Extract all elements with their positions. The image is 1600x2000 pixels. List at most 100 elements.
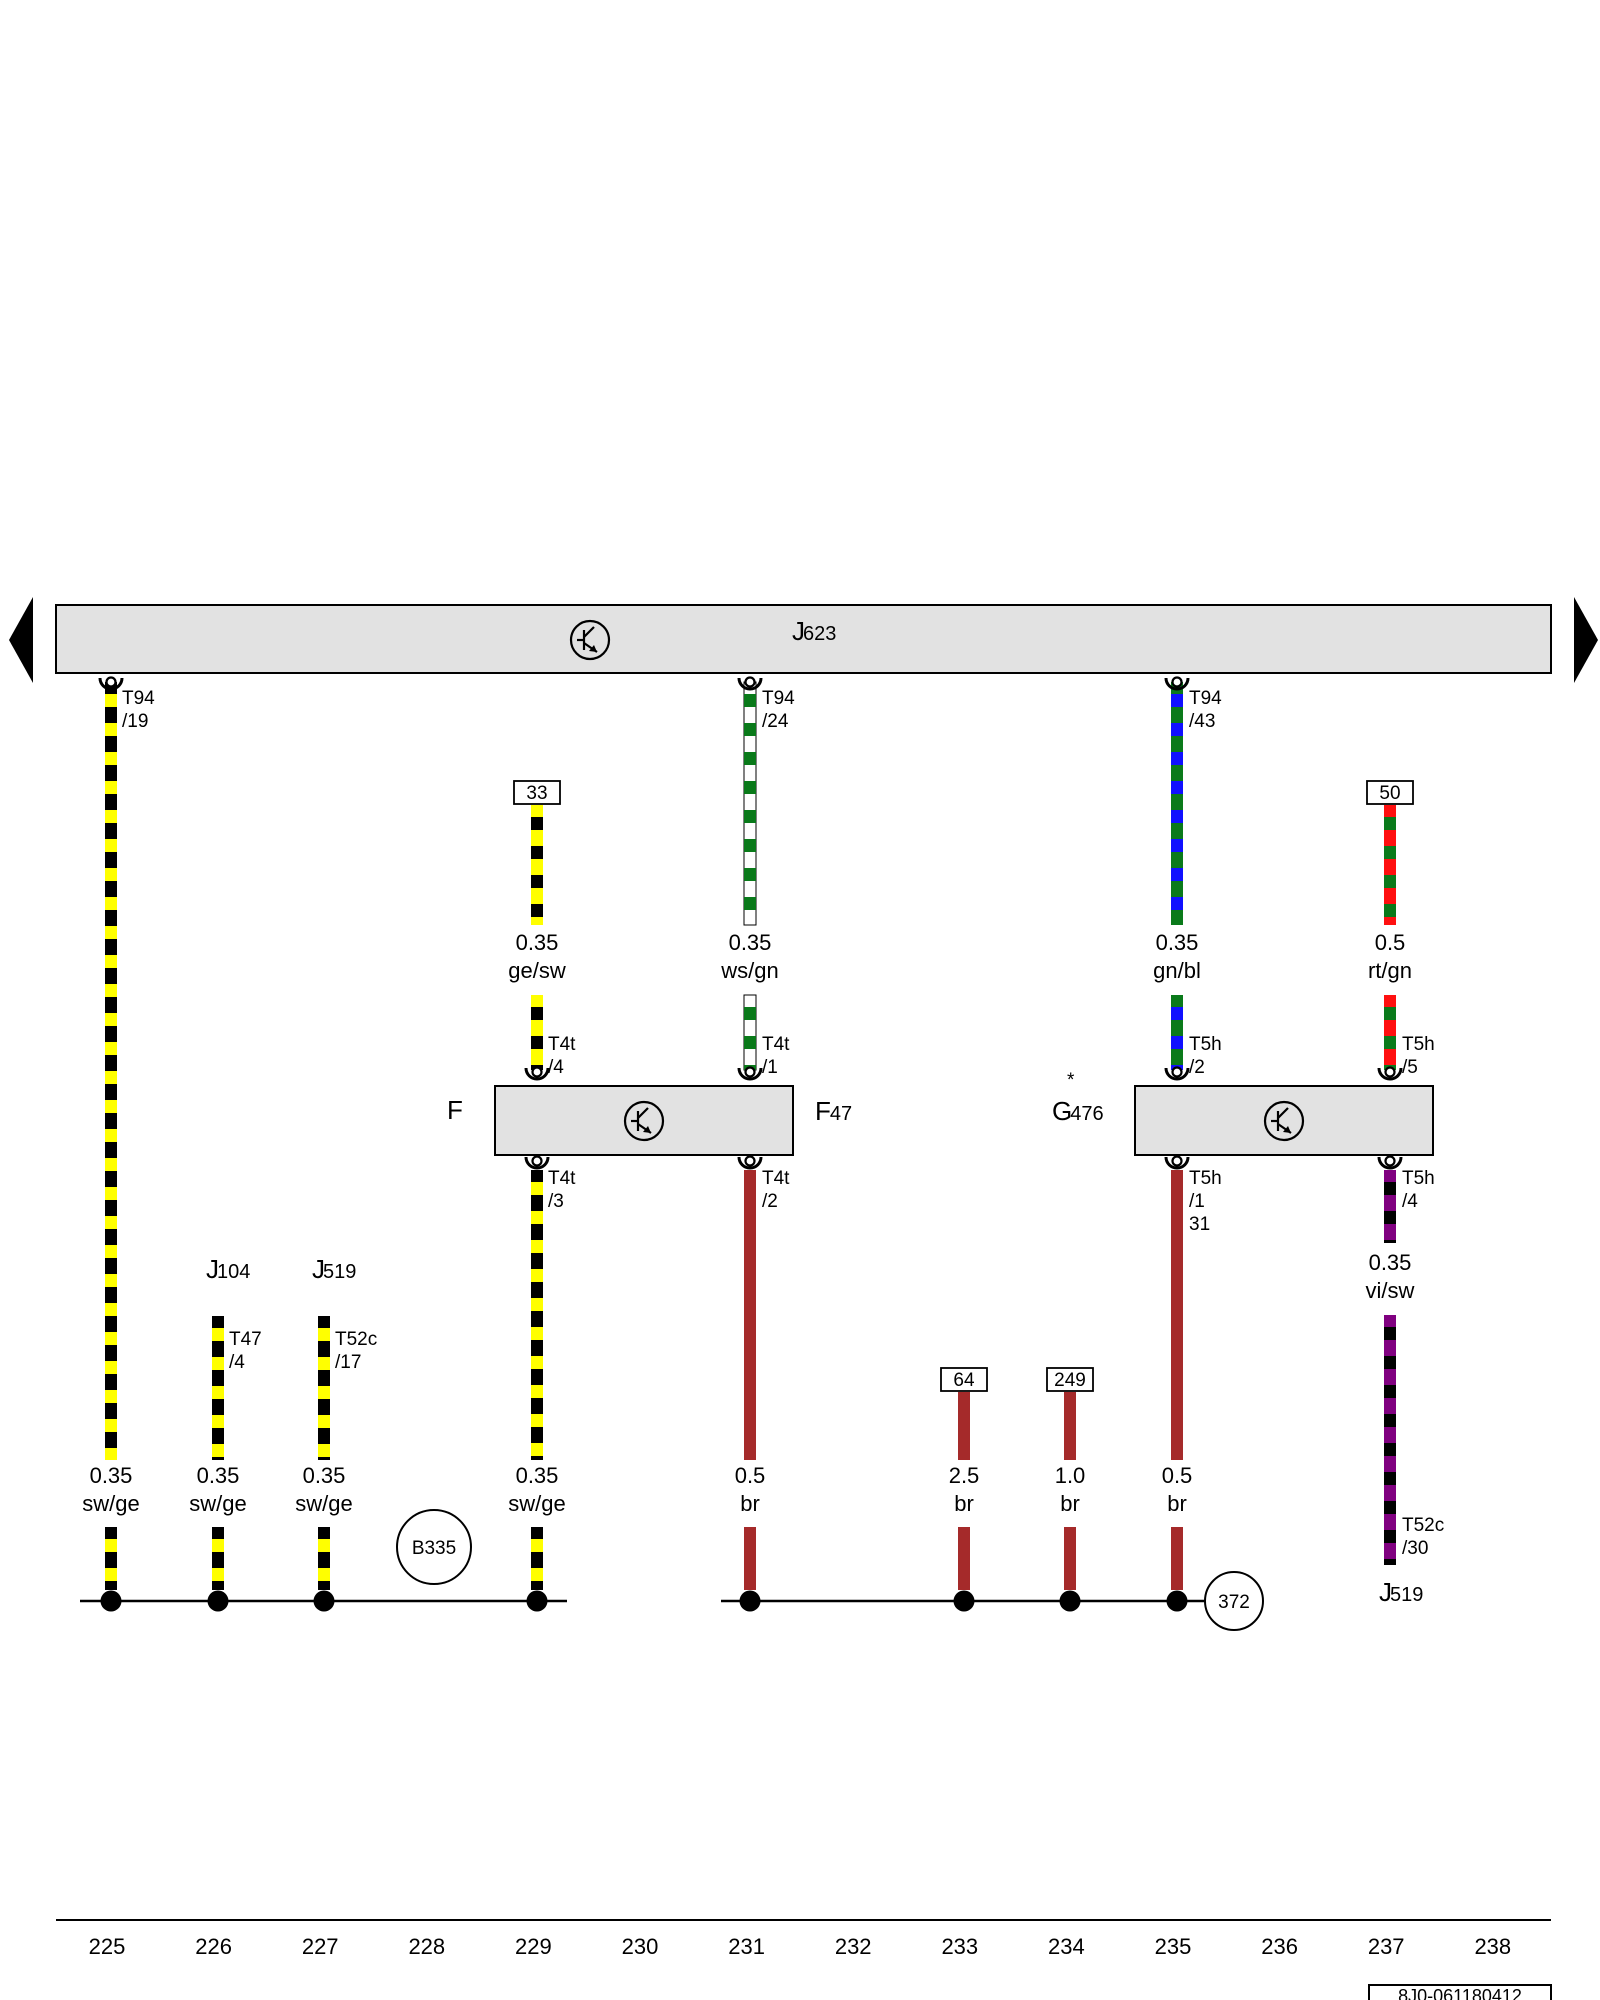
junction-dot — [953, 1590, 975, 1612]
column-number: 225 — [89, 1934, 126, 1959]
wire-sw-ge[interactable] — [531, 1170, 543, 1460]
component-f47-label: F47 — [815, 1096, 852, 1126]
wire-br[interactable] — [744, 1170, 756, 1460]
wire-br[interactable] — [1171, 1170, 1183, 1460]
connector-pin-icon — [737, 1155, 763, 1170]
ground-point-372[interactable]: 372 — [1204, 1571, 1264, 1631]
wire-br[interactable] — [958, 1527, 970, 1590]
wire-label-237-top: 0.5 rt/gn — [1368, 930, 1412, 983]
svg-text:br: br — [954, 1491, 974, 1516]
wire-sw-ge[interactable] — [105, 682, 117, 1460]
wire-ws-gn[interactable] — [743, 681, 757, 926]
svg-text:vi/sw: vi/sw — [1366, 1278, 1415, 1303]
wire-label-226: 0.35 sw/ge — [189, 1463, 246, 1516]
wire-gn-bl[interactable] — [1171, 995, 1183, 1070]
connector-pin-icon — [524, 1155, 550, 1170]
wire-sw-ge[interactable] — [212, 1316, 224, 1460]
wire-sw-ge[interactable] — [105, 1527, 117, 1590]
wire-br[interactable] — [1171, 1527, 1183, 1590]
wire-vi-sw[interactable] — [1384, 1315, 1396, 1565]
wire-rt-gn[interactable] — [1384, 995, 1396, 1070]
connector-pin-icon — [1377, 1155, 1403, 1170]
svg-text:rt/gn: rt/gn — [1368, 958, 1412, 983]
column-number: 237 — [1368, 1934, 1405, 1959]
column-number: 227 — [302, 1934, 339, 1959]
connector-t47-4-label: T47/4 — [229, 1329, 262, 1373]
connection-point-b335[interactable]: B335 — [396, 1509, 472, 1585]
component-j519-label: J519 — [312, 1254, 356, 1284]
connector-pin-icon — [524, 1066, 550, 1081]
svg-text:8J0-061180412: 8J0-061180412 — [1398, 1986, 1522, 2000]
previous-page-arrow-icon[interactable] — [9, 597, 33, 683]
wire-sw-ge[interactable] — [318, 1316, 330, 1460]
pin-layer — [98, 676, 1403, 1170]
sensor-g476: G476 * — [1052, 1070, 1434, 1156]
reference-64[interactable]: 64 — [940, 1367, 988, 1392]
reference-33[interactable]: 33 — [513, 780, 561, 805]
svg-text:sw/ge: sw/ge — [189, 1491, 246, 1516]
reference-50[interactable]: 50 — [1366, 780, 1414, 805]
wire-sw-ge[interactable] — [212, 1527, 224, 1590]
wire-rt-gn[interactable] — [1384, 805, 1396, 925]
control-unit-box — [55, 604, 1552, 674]
component-f-label: F — [447, 1095, 463, 1125]
svg-text:br: br — [1167, 1491, 1187, 1516]
svg-text:33: 33 — [526, 783, 547, 804]
svg-text:1.0: 1.0 — [1055, 1463, 1086, 1488]
svg-text:50: 50 — [1379, 783, 1400, 804]
svg-text:sw/ge: sw/ge — [508, 1491, 565, 1516]
connector-pin-icon — [1164, 1066, 1190, 1081]
connector-pin-icon — [1377, 1066, 1403, 1081]
column-number: 230 — [622, 1934, 659, 1959]
connector-t94-43-label: T94/43 — [1189, 688, 1222, 732]
wire-vi-sw[interactable] — [1384, 1170, 1396, 1243]
wire-ge-sw[interactable] — [531, 805, 543, 925]
wire-br[interactable] — [958, 1392, 970, 1460]
wire-label-233: 2.5 br — [949, 1463, 980, 1516]
wire-labels: 0.35 ge/sw 0.35 ws/gn 0.35 gn/bl 0.5 rt/… — [82, 930, 1414, 1516]
connector-t94-19-label: T94/19 — [122, 688, 155, 732]
wire-label-229-top: 0.35 ge/sw — [508, 930, 566, 983]
svg-text:0.5: 0.5 — [1162, 1463, 1193, 1488]
junction-dot — [739, 1590, 761, 1612]
wire-sw-ge[interactable] — [318, 1527, 330, 1590]
next-page-arrow-icon[interactable] — [1574, 597, 1598, 683]
wire-gn-bl[interactable] — [1171, 682, 1183, 925]
wire-ws-gn[interactable] — [743, 994, 757, 1071]
svg-text:br: br — [740, 1491, 760, 1516]
svg-text:sw/ge: sw/ge — [295, 1491, 352, 1516]
wire-label-235-top: 0.35 gn/bl — [1153, 930, 1201, 983]
wire-sw-ge[interactable] — [531, 1527, 543, 1590]
connector-t5h-5-label: T5h/5 — [1402, 1034, 1435, 1078]
svg-text:0.5: 0.5 — [1375, 930, 1406, 955]
svg-text:0.35: 0.35 — [516, 1463, 559, 1488]
svg-text:sw/ge: sw/ge — [82, 1491, 139, 1516]
wire-br[interactable] — [1064, 1527, 1076, 1590]
column-number: 233 — [941, 1934, 978, 1959]
wire-label-231-top: 0.35 ws/gn — [720, 930, 778, 983]
wire-label-227: 0.35 sw/ge — [295, 1463, 352, 1516]
wire-br[interactable] — [1064, 1392, 1076, 1460]
svg-text:64: 64 — [953, 1370, 975, 1391]
svg-text:B335: B335 — [412, 1538, 456, 1559]
wire-label-231-bottom: 0.5 br — [735, 1463, 766, 1516]
junction-dot — [1059, 1590, 1081, 1612]
wire-label-234: 1.0 br — [1055, 1463, 1086, 1516]
connector-t4t-4-label: T4t/4 — [548, 1034, 576, 1078]
column-number: 234 — [1048, 1934, 1085, 1959]
wire-br[interactable] — [744, 1527, 756, 1590]
svg-text:0.35: 0.35 — [303, 1463, 346, 1488]
connector-t52c-17-label: T52c/17 — [335, 1329, 377, 1373]
reference-249[interactable]: 249 — [1046, 1367, 1094, 1392]
connector-pin-icon — [1164, 1155, 1190, 1170]
wire-ge-sw[interactable] — [531, 995, 543, 1070]
connector-pin-icon — [98, 676, 124, 691]
column-number: 231 — [728, 1934, 765, 1959]
svg-text:0.35: 0.35 — [1156, 930, 1199, 955]
junction-dot — [100, 1590, 122, 1612]
wire-label-235-bottom: 0.5 br — [1162, 1463, 1193, 1516]
svg-text:gn/bl: gn/bl — [1153, 958, 1201, 983]
svg-text:ws/gn: ws/gn — [720, 958, 778, 983]
connector-t94-24-label: T94/24 — [762, 688, 795, 732]
